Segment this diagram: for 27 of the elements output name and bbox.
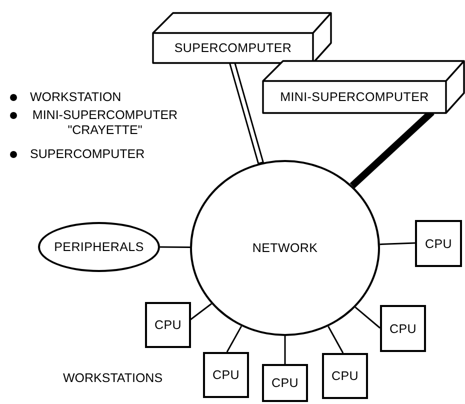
cpu-box [203,352,249,398]
node-label: SUPERCOMPUTER [174,41,292,55]
list-text: SUPERCOMPUTER [30,147,145,162]
node-label: PERIPHERALS [54,240,144,254]
list-text: WORKSTATIONS [63,371,163,386]
cpu-box [380,305,426,352]
node-label: CPU [154,318,182,332]
node-label: CPU [332,369,358,383]
cpu-box [322,353,368,399]
connector-line [380,242,416,246]
connector-line [354,306,380,329]
node-label: CPU [272,376,298,390]
node-label: NETWORK [252,241,318,255]
list-text: WORKSTATION [30,90,122,105]
list-text: MINI-SUPERCOMPUTER "CRAYETTE" [31,108,179,138]
node-label: CPU [212,368,240,382]
cpu-box [262,364,308,402]
node-label: CPU [425,236,452,250]
connector-line [328,326,344,354]
cpu-box [415,220,462,267]
node-label: MINI-SUPERCOMPUTER [280,90,429,104]
connector-line [190,303,212,321]
cpu-box [145,302,191,348]
connector-line [284,336,286,364]
node-label: CPU [390,322,416,336]
connector-line [160,246,190,248]
connector-line [226,326,242,352]
